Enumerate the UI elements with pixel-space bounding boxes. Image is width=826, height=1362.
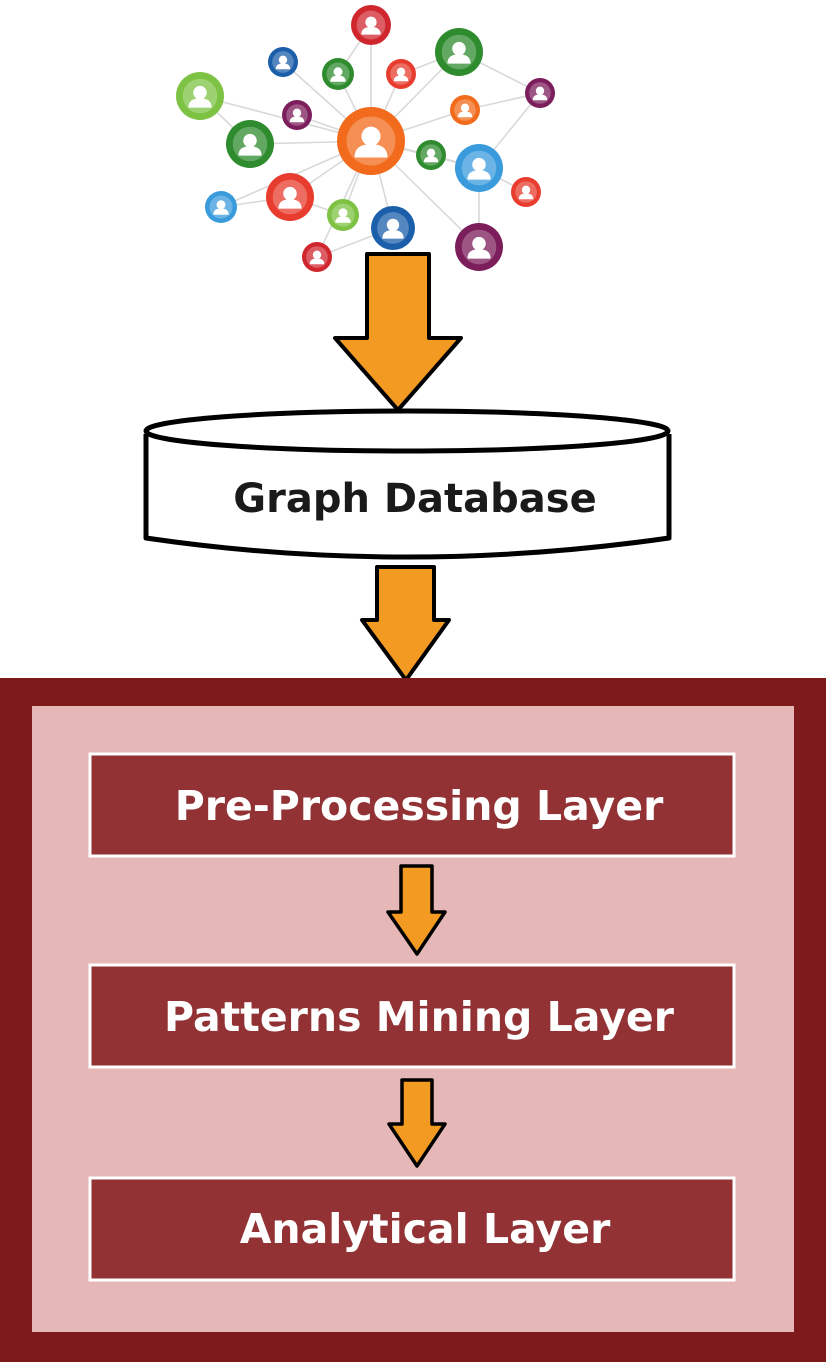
user-icon <box>455 223 503 271</box>
user-icon <box>226 120 274 168</box>
user-icon <box>266 173 314 221</box>
user-icon <box>386 59 416 89</box>
arrow-down-icon <box>360 565 451 682</box>
user-icon <box>351 5 391 45</box>
user-icon <box>302 242 332 272</box>
pre-processing-layer: Pre-Processing Layer <box>88 752 736 858</box>
layer-label: Pre-Processing Layer <box>175 782 664 830</box>
social-network-icon <box>176 5 555 272</box>
arrow-down-icon <box>387 1078 447 1168</box>
arrow-down-icon <box>333 252 463 412</box>
user-icon <box>511 177 541 207</box>
user-icon <box>450 95 480 125</box>
layer-label: Analytical Layer <box>240 1205 611 1253</box>
network-nodes <box>176 5 555 272</box>
user-icon <box>416 140 446 170</box>
database-label: Graph Database <box>233 476 596 522</box>
user-icon <box>435 28 483 76</box>
user-icon <box>327 199 359 231</box>
arrow-down-icon <box>386 864 447 956</box>
user-icon <box>268 47 298 77</box>
user-icon <box>371 206 415 250</box>
database-cylinder-icon: Graph Database <box>143 408 672 560</box>
user-icon <box>176 72 224 120</box>
user-icon <box>337 107 405 175</box>
user-icon <box>322 58 354 90</box>
patterns-mining-layer: Patterns Mining Layer <box>88 963 736 1069</box>
layer-label: Patterns Mining Layer <box>164 993 675 1041</box>
user-icon <box>525 78 555 108</box>
user-icon <box>205 191 237 223</box>
analytical-layer: Analytical Layer <box>88 1176 736 1282</box>
user-icon <box>455 144 503 192</box>
user-icon <box>282 100 312 130</box>
